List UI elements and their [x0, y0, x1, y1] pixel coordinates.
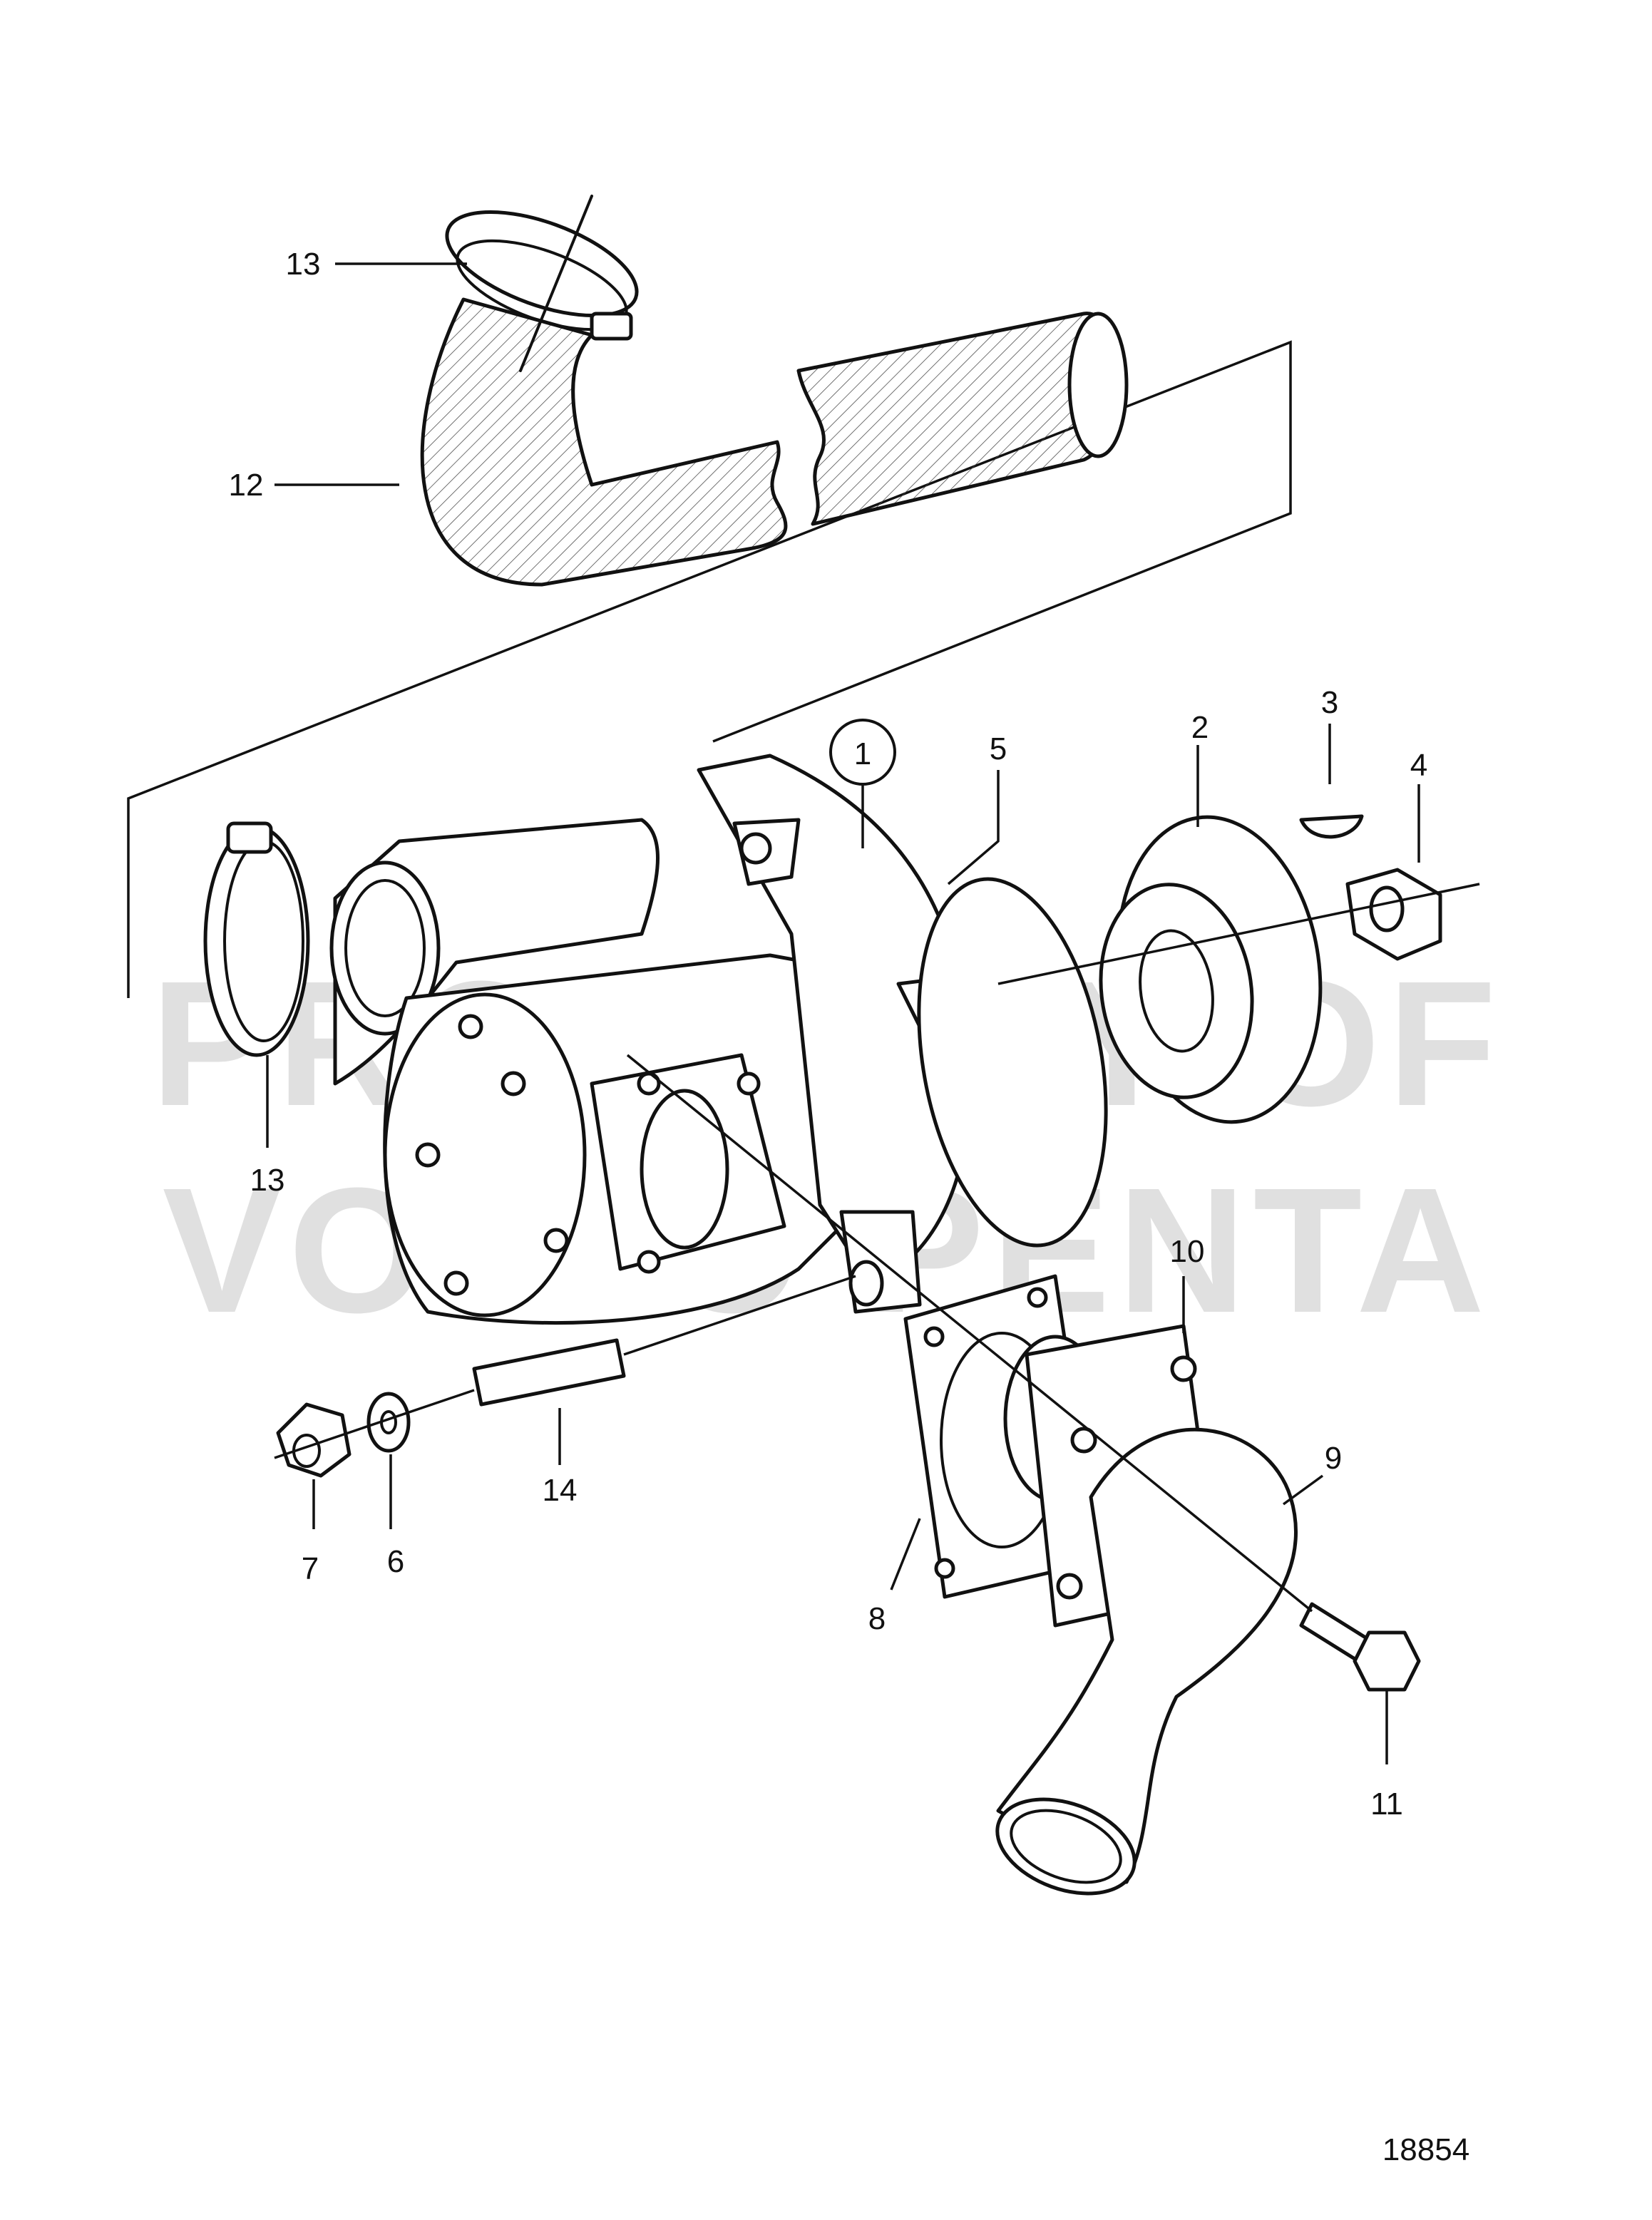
- callout-13-top: 13: [286, 247, 321, 282]
- bolt-11: [1299, 1602, 1421, 1692]
- fastener-axis-right: [626, 1054, 1313, 1613]
- callout-1: 1: [854, 736, 871, 771]
- callout-labels: 13 12 1 5 2 3 4 13 10 9 14 6 7 8 11: [229, 247, 1428, 1821]
- callout-4: 4: [1410, 748, 1427, 783]
- hose-clamp-13-left: [203, 821, 310, 1057]
- washer-6: [366, 1392, 411, 1453]
- callout-12: 12: [229, 468, 264, 503]
- pump-body-1: [329, 754, 1017, 1325]
- fastener-axis-left: [274, 1389, 475, 1459]
- callout-10: 10: [1170, 1234, 1205, 1269]
- callout-leaders: [266, 262, 1420, 1764]
- hose-12: [420, 297, 1129, 587]
- callout-1-circle: [829, 719, 896, 786]
- callout-2: 2: [1191, 710, 1209, 745]
- callout-7: 7: [302, 1551, 319, 1586]
- callout-11: 11: [1370, 1787, 1403, 1821]
- nut-4: [1345, 868, 1442, 961]
- callout-9: 9: [1325, 1441, 1342, 1476]
- nut-7: [276, 1402, 352, 1478]
- callout-5: 5: [990, 731, 1007, 766]
- callout-3: 3: [1321, 685, 1338, 720]
- assembly-frame: [127, 340, 1292, 998]
- key-3: [1299, 814, 1364, 839]
- callout-6: 6: [387, 1544, 404, 1579]
- callout-8: 8: [868, 1601, 886, 1636]
- callout-14: 14: [543, 1473, 578, 1508]
- shaft-axis: [997, 883, 1480, 985]
- callout-13-left: 13: [250, 1163, 285, 1198]
- stud-14: [472, 1275, 856, 1407]
- hose-clamp-13-top: [445, 195, 639, 372]
- pipe-elbow-9: [995, 1427, 1298, 1896]
- drawing-number: 18854: [1382, 2132, 1469, 2167]
